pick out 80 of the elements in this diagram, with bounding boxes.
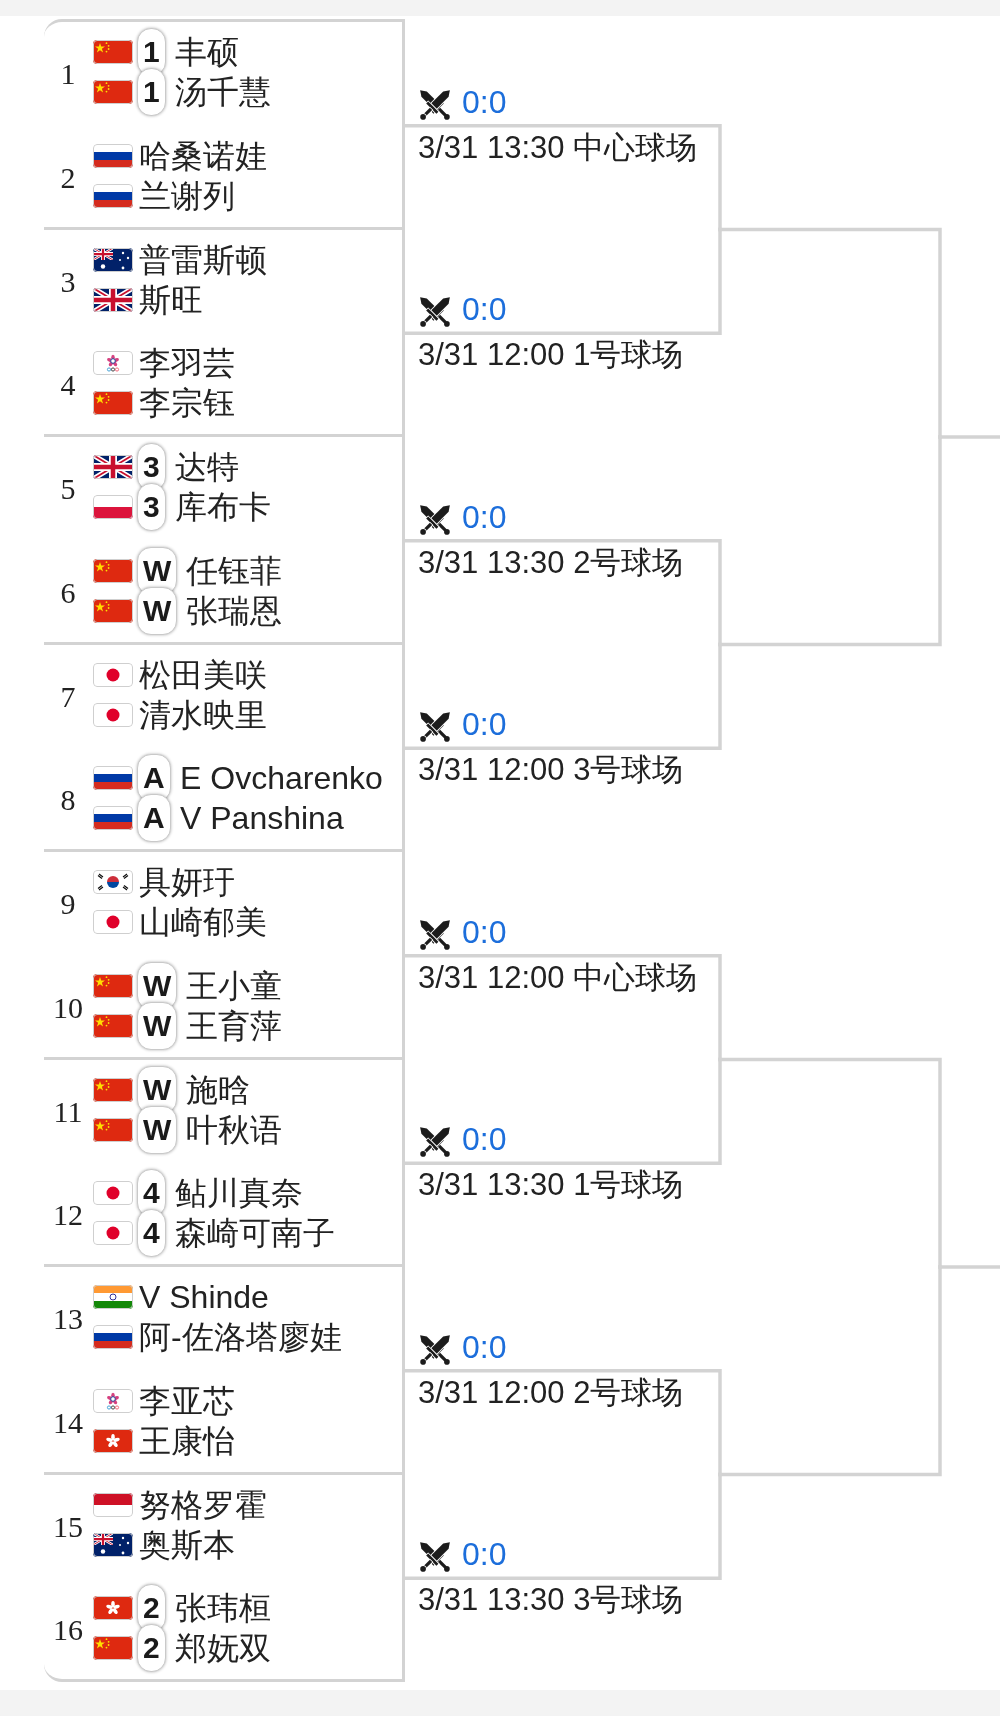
score: 0:0: [462, 83, 507, 120]
draw-number: 6: [59, 574, 77, 611]
match-schedule: 3/31 12:00 2号球场: [418, 1373, 684, 1412]
draw-number: 12: [52, 1197, 84, 1234]
player-name: 鲇川真奈: [175, 1174, 303, 1214]
draw-number: 3: [59, 263, 77, 300]
match-schedule: 3/31 13:30 2号球场: [418, 543, 684, 582]
draw-number: 2: [59, 159, 77, 196]
player-name: 王育萍: [186, 1006, 282, 1046]
seed-badge: 1: [137, 68, 166, 116]
seed-badge: W: [137, 1001, 178, 1050]
match-schedule: 3/31 13:30 3号球场: [418, 1581, 684, 1620]
player-name: 李亚芯: [139, 1381, 235, 1421]
player-name: 达特: [175, 448, 239, 487]
score: 0:0: [462, 913, 507, 950]
draw-number: 7: [59, 678, 77, 715]
draw-number: 16: [52, 1612, 84, 1649]
seed-badge: 3: [137, 483, 166, 531]
match-cell: [44, 1474, 405, 1682]
player-name: 阿-佐洛塔廖娃: [139, 1318, 342, 1357]
score: 0:0: [462, 1328, 507, 1365]
player-name: 丰硕: [175, 33, 239, 72]
player-name: 郑妩双: [175, 1629, 271, 1669]
player-name: 普雷斯顿: [139, 240, 267, 280]
player-name: 张玮桓: [175, 1589, 271, 1629]
player-name: 库布卡: [175, 488, 271, 527]
draw-number: 15: [52, 1508, 84, 1545]
player-name: 任钰菲: [186, 551, 282, 591]
match-cell: [44, 852, 405, 1060]
player-name: V Shinde: [139, 1278, 269, 1317]
draw-number: 5: [59, 471, 77, 507]
score: 0:0: [462, 706, 507, 743]
draw-number: 9: [59, 886, 77, 922]
player-name: 森崎可南子: [175, 1214, 335, 1254]
seed-badge: 4: [137, 1209, 166, 1258]
player-name: 施晗: [186, 1070, 250, 1110]
draw-number: 8: [59, 782, 77, 819]
match-schedule: 3/31 12:00 3号球场: [418, 751, 684, 790]
draw-number: 1: [59, 56, 77, 92]
player-name: E Ovcharenko: [180, 759, 383, 799]
draw-number: 13: [52, 1301, 84, 1337]
score: 0:0: [462, 1536, 507, 1573]
player-name: 李宗钰: [139, 384, 235, 424]
draw-number: 10: [52, 989, 84, 1026]
player-name: 兰谢列: [139, 176, 235, 216]
player-name: 叶秋语: [186, 1110, 282, 1150]
player-name: 松田美咲: [139, 655, 267, 695]
score: 0:0: [462, 498, 507, 535]
match-cell: [44, 229, 405, 437]
match-schedule: 3/31 12:00 中心球场: [418, 958, 698, 997]
player-name: 汤千慧: [175, 73, 271, 112]
match-schedule: 3/31 12:00 1号球场: [418, 336, 684, 375]
score: 0:0: [462, 1121, 507, 1158]
match-cell: [44, 437, 405, 645]
draw-number: 11: [52, 1093, 84, 1130]
score: 0:0: [462, 291, 507, 328]
draw-number: 14: [52, 1404, 84, 1441]
seed-badge: 2: [137, 1624, 166, 1673]
player-name: 具妍玗: [139, 863, 235, 902]
match-cell: [44, 19, 405, 230]
player-name: 李羽芸: [139, 344, 235, 384]
seed-badge: W: [137, 586, 178, 635]
match-schedule: 3/31 13:30 中心球场: [418, 128, 698, 167]
player-name: 王康怡: [139, 1421, 235, 1461]
player-name: V Panshina: [180, 799, 344, 839]
match-cell: [44, 1267, 405, 1475]
player-name: 斯旺: [139, 280, 203, 320]
seed-badge: W: [137, 1105, 178, 1154]
match-cell: [44, 1059, 405, 1267]
player-name: 张瑞恩: [186, 591, 282, 631]
match-schedule: 3/31 13:30 1号球场: [418, 1166, 684, 1205]
player-name: 努格罗霍: [139, 1485, 267, 1525]
draw-number: 4: [59, 367, 77, 404]
player-name: 山崎郁美: [139, 903, 267, 942]
player-name: 哈桑诺娃: [139, 136, 267, 176]
match-cell: [44, 644, 405, 852]
player-name: 奥斯本: [139, 1525, 235, 1565]
seed-badge: A: [137, 794, 171, 843]
player-name: 王小童: [186, 966, 282, 1006]
player-name: 清水映里: [139, 695, 267, 735]
